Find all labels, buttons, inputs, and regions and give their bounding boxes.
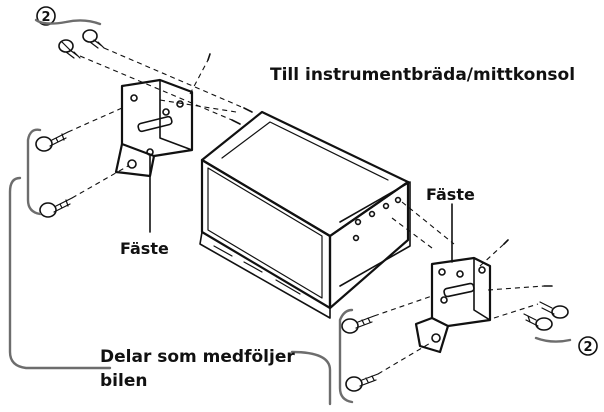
screw-small-right-1: [523, 313, 553, 331]
guide-line-9: [493, 303, 539, 319]
guide-line-3: [159, 99, 237, 113]
brace-right-large: [290, 350, 332, 406]
arrow-1: [231, 119, 241, 125]
callout-2-bottom-bracket: [534, 336, 572, 343]
brace-left-small: [26, 128, 42, 216]
callout-2-bottom-number: 2: [583, 340, 592, 355]
guide-line-6: [401, 201, 455, 245]
label-bracket-left: Fäste: [120, 239, 169, 258]
bracket-right: [414, 256, 492, 354]
guide-line-2: [103, 47, 245, 109]
head-unit: [199, 110, 411, 319]
brace-right-small: [338, 308, 354, 404]
bracket-left: [114, 78, 194, 178]
guide-line-7: [479, 243, 505, 267]
screw-long-left-1: [35, 107, 123, 152]
label-bracket-right: Fäste: [426, 185, 475, 204]
label-to-dashboard: Till instrumentbräda/mittkonsol: [270, 65, 575, 85]
screw-small-right-2: [539, 301, 569, 319]
brace-left-large: [8, 176, 112, 370]
arrow-2: [243, 107, 253, 113]
screw-long-right-2: [345, 341, 433, 392]
guide-line-1: [79, 55, 233, 121]
arrow-7: [503, 239, 509, 245]
screw-small-top-left-1: [58, 39, 81, 59]
guide-line-5: [391, 217, 433, 249]
callout-2-bottom: 2: [534, 336, 598, 356]
screw-long-left-2: [39, 165, 129, 218]
callout-2-top: 2: [34, 6, 102, 26]
guide-line-8: [487, 285, 545, 291]
callout-2-top-number: 2: [41, 10, 50, 25]
screw-long-right-1: [341, 295, 433, 334]
label-parts-line1: Delar som medföljer: [100, 347, 295, 367]
screw-small-top-left-2: [82, 29, 105, 49]
guide-line-4: [189, 59, 209, 95]
callout-2-top-bracket: [34, 18, 102, 26]
arrow-4: [207, 53, 211, 61]
label-parts-line2: bilen: [100, 371, 147, 391]
